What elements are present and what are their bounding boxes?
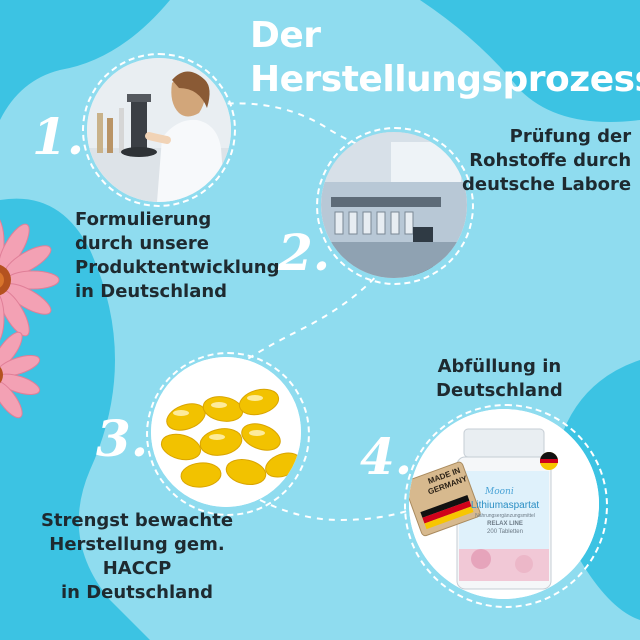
- step-1-line: Formulierung: [75, 209, 212, 230]
- step-3-line: Strengst bewachte: [40, 510, 234, 531]
- step-1-line: in Deutschland: [75, 281, 228, 302]
- lab-machinery-illustration: [321, 132, 467, 278]
- step-4-text: Abfüllung in Deutschland: [436, 355, 563, 403]
- step-1-image: [87, 58, 231, 202]
- step-4-number: 4.: [360, 427, 413, 486]
- product-name: Lithiumaspartat: [470, 500, 540, 511]
- product-subtitle: Nahrungsergänzungsmittel: [475, 513, 535, 519]
- step-3-image: [151, 357, 301, 507]
- step-2-text: Prüfung der Rohstoffe durch deutsche Lab…: [462, 125, 631, 197]
- step-1-text: Formulierung durch unsere Produktentwick…: [75, 208, 279, 304]
- step-1-circle-border: [82, 53, 236, 207]
- step-4-image: [409, 409, 599, 599]
- product-count: 200 Tabletten: [487, 529, 523, 535]
- step-3-number: 3.: [96, 409, 149, 468]
- step-1-line: Produktentwicklung: [75, 257, 280, 278]
- step-3-line: HACCP: [102, 558, 172, 579]
- product-line: RELAX LINE: [487, 521, 523, 527]
- step-2-line: deutsche Labore: [462, 174, 632, 195]
- step-2-number: 2.: [278, 223, 331, 282]
- scientist-illustration: [87, 58, 231, 202]
- step-4-line: Abfüllung in: [437, 356, 562, 377]
- step-3-circle-border: [146, 352, 310, 516]
- step-2-line: Rohstoffe durch: [469, 150, 632, 171]
- step-2-image: [321, 132, 467, 278]
- product-bottle-illustration: [409, 409, 599, 599]
- step-4-line: Deutschland: [436, 380, 563, 401]
- title-line-2: Herstellungsprozess: [250, 59, 640, 100]
- step-1-line: durch unsere: [75, 233, 209, 254]
- page-title: Der Herstellungsprozess: [250, 14, 640, 102]
- step-2-line: Prüfung der: [509, 126, 632, 147]
- flower-decoration: [0, 219, 60, 419]
- step-3-line: Herstellung gem.: [49, 534, 225, 555]
- step-3-line: in Deutschland: [60, 582, 214, 603]
- step-3-text: Strengst bewachte Herstellung gem. HACCP…: [12, 509, 262, 605]
- product-brand: Mooni: [485, 487, 514, 497]
- step-1-number: 1.: [32, 107, 85, 166]
- step-4-circle-border: [404, 404, 608, 608]
- step-2-circle-border: [316, 127, 474, 285]
- title-line-1: Der: [250, 15, 321, 56]
- softgel-capsules-illustration: [151, 357, 301, 507]
